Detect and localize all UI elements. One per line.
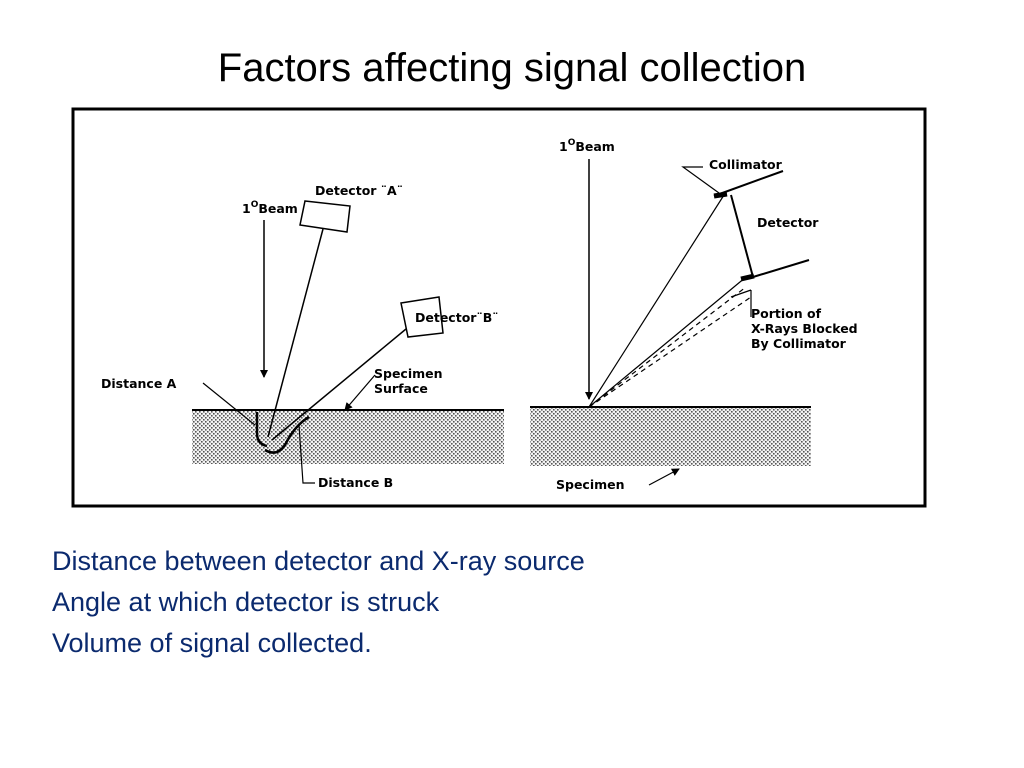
key-point-volume: Volume of signal collected. (52, 628, 372, 658)
ray-to-collimator-bottom (588, 276, 747, 408)
blocked-label-line1: Portion of (751, 306, 822, 321)
specimen-label: Specimen (556, 477, 625, 492)
right-specimen-block (530, 407, 811, 466)
distance-a-leader (202, 382, 256, 426)
blocked-ray-dashed-1 (588, 286, 747, 408)
key-point-angle: Angle at which detector is struck (52, 587, 440, 617)
left-specimen-block (192, 410, 504, 464)
blocked-leader (730, 289, 752, 317)
collimator-lower-line (752, 259, 810, 278)
distance-b-label: Distance B (318, 475, 393, 490)
detector-label: Detector (757, 215, 819, 230)
distance-b-leader (298, 424, 315, 484)
detector-a-box (299, 200, 351, 233)
signal-collection-figure: 1OBeam Detector ¨A¨ Detector¨B¨ Distance… (71, 107, 927, 508)
ray-to-collimator-top (588, 194, 725, 408)
detector-b-ray (271, 328, 407, 441)
specimen-surface-leader (344, 374, 376, 411)
detector-face-line (730, 194, 754, 278)
detector-a-ray (267, 228, 324, 438)
blocked-label-line2: X-Rays Blocked (751, 321, 858, 336)
distance-b-bracket (264, 415, 310, 454)
detector-b-label: Detector¨B¨ (415, 310, 498, 325)
detector-a-label: Detector ¨A¨ (315, 183, 403, 198)
left-panel: 1OBeam Detector ¨A¨ Detector¨B¨ Distance… (101, 183, 504, 490)
collimator-upper-tip (713, 191, 728, 199)
collimator-leader (681, 166, 720, 194)
diagram-svg: 1OBeam Detector ¨A¨ Detector¨B¨ Distance… (71, 107, 927, 508)
specimen-leader (648, 468, 680, 486)
specimen-surface-label-line1: Specimen (374, 366, 443, 381)
blocked-ray-dashed-2 (588, 296, 752, 408)
left-beam-label: 1OBeam (242, 200, 298, 216)
key-points: Distance between detector and X-ray sour… (52, 541, 585, 664)
blocked-label-line3: By Collimator (751, 336, 847, 351)
specimen-surface-label-line2: Surface (374, 381, 428, 396)
slide-title: Factors affecting signal collection (217, 46, 807, 90)
distance-a-label: Distance A (101, 376, 177, 391)
detector-b-box (400, 296, 444, 338)
key-point-distance: Distance between detector and X-ray sour… (52, 546, 585, 576)
right-panel: 1OBeam Collimator Detector Portion of X-… (530, 138, 858, 492)
distance-a-bracket (255, 412, 268, 448)
collimator-label: Collimator (709, 157, 783, 172)
right-beam-label: 1OBeam (559, 138, 615, 154)
